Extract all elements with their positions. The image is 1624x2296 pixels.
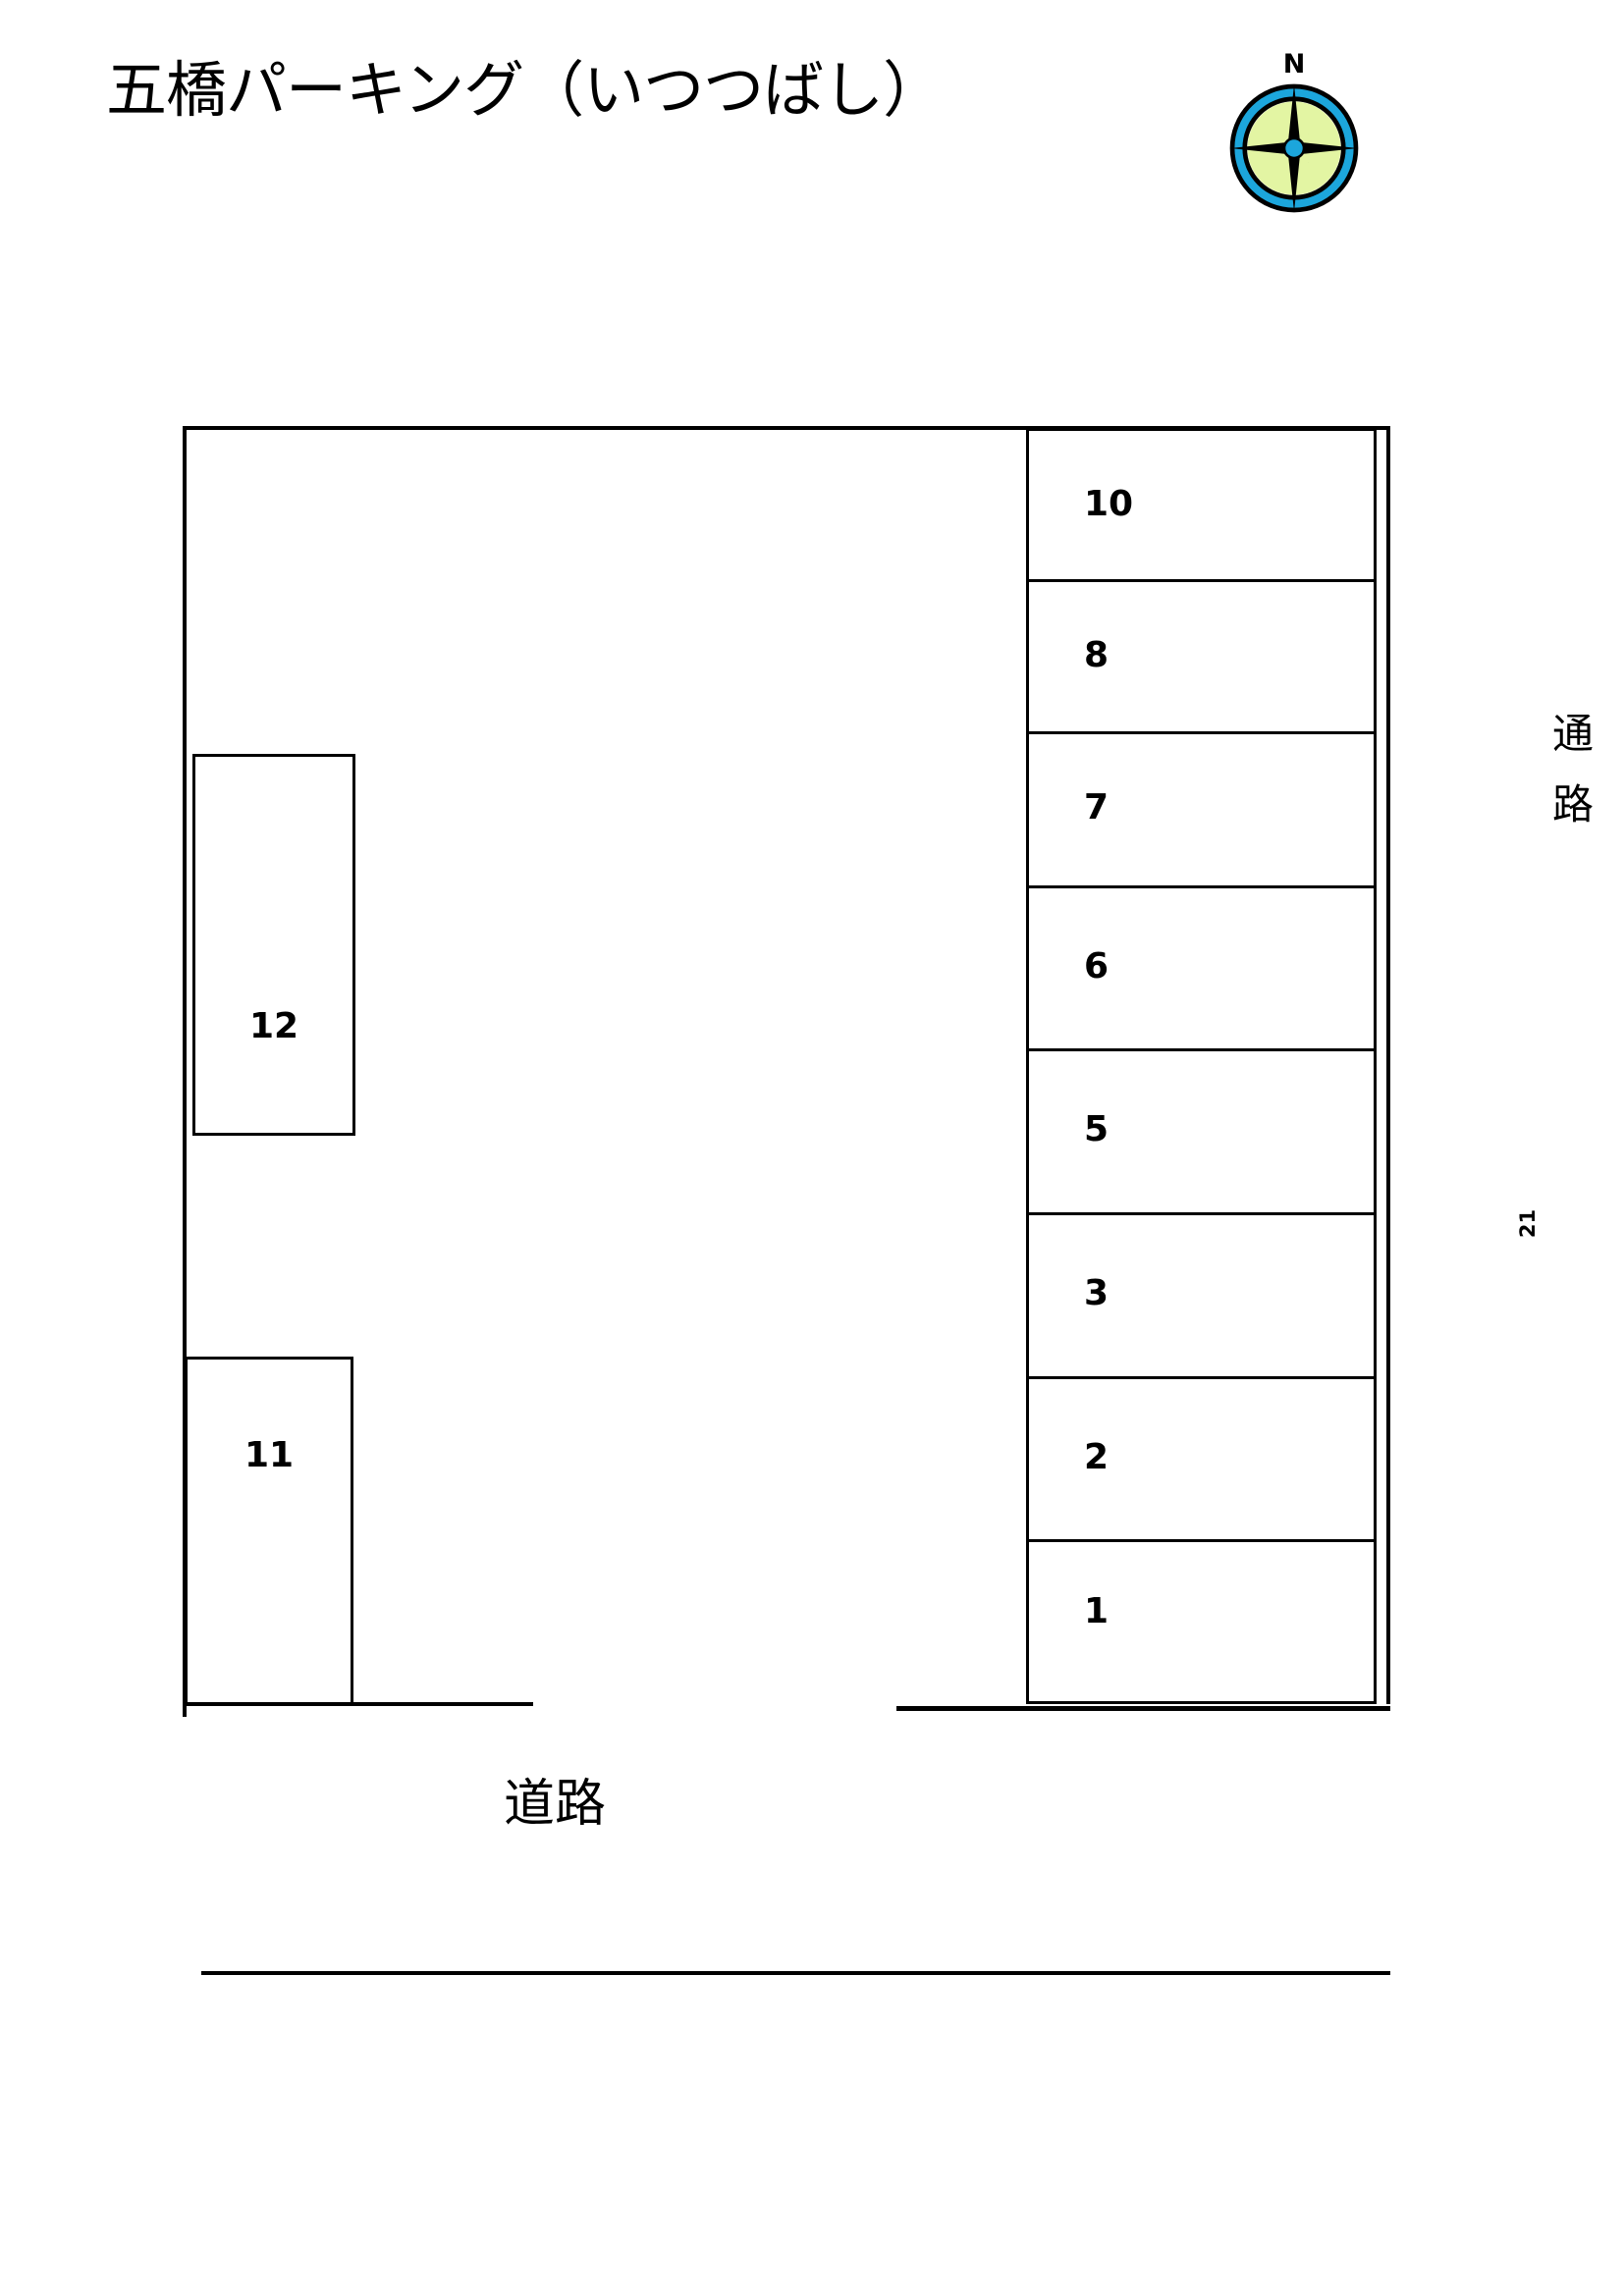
stall-row[interactable]: 3 [1029, 1215, 1374, 1379]
page-title: 五橋パーキング（いつつばし） [106, 54, 944, 126]
stall-row[interactable]: 7 [1029, 734, 1374, 888]
compass-north-label: N [1282, 49, 1306, 80]
lot-boundary-left [183, 426, 187, 1717]
road-far-edge-line [201, 1971, 1390, 1975]
stall-column: 10 8 7 6 5 3 2 1 [1026, 428, 1377, 1704]
lot-boundary-top [183, 426, 1390, 430]
dimension-marker: 21 [1516, 1208, 1541, 1239]
stall-row[interactable]: 1 [1029, 1542, 1374, 1701]
stall-number: 12 [248, 1006, 299, 1046]
stall-row[interactable]: 2 [1029, 1379, 1374, 1542]
lot-boundary-bottom-left [183, 1702, 533, 1706]
stall-number: 1 [1084, 1591, 1110, 1631]
stall-number: 5 [1084, 1109, 1110, 1149]
road-label: 道路 [503, 1775, 606, 1834]
stall-row[interactable]: 5 [1029, 1051, 1374, 1215]
stall-number: 2 [1084, 1437, 1110, 1477]
stall-number: 8 [1084, 635, 1110, 675]
stall-number: 10 [1084, 484, 1134, 524]
lot-boundary-right [1386, 426, 1390, 1704]
stall-row[interactable]: 6 [1029, 888, 1374, 1051]
stall-row[interactable]: 8 [1029, 582, 1374, 734]
stall-number: 7 [1084, 787, 1110, 828]
stall-row[interactable]: 10 [1029, 431, 1374, 582]
stall-block-11[interactable]: 11 [185, 1357, 353, 1706]
stall-number: 6 [1084, 946, 1110, 987]
lot-boundary-bottom-right [896, 1706, 1390, 1711]
aisle-label: 通路 [1551, 710, 1594, 829]
stall-number: 11 [244, 1435, 295, 1475]
compass-rose-icon [1229, 83, 1359, 213]
stall-block-12[interactable]: 12 [192, 754, 355, 1136]
compass-rose: N [1220, 51, 1368, 223]
stall-number: 3 [1084, 1273, 1110, 1313]
